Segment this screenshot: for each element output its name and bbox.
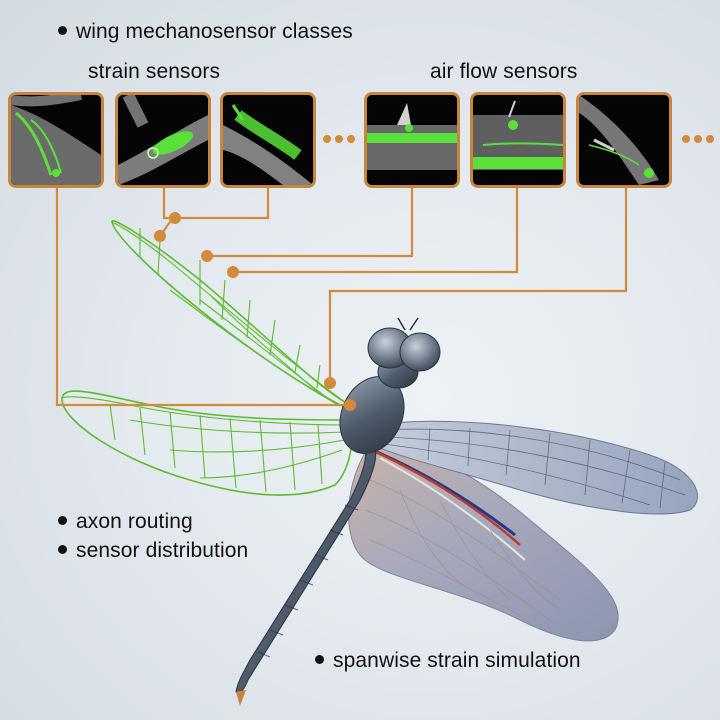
bullet-icon (315, 654, 324, 664)
left-hind-wing (61, 390, 353, 496)
dragonfly-body (235, 317, 441, 706)
bullet-icon (58, 25, 67, 35)
air-flow-sensor-panel-2 (470, 92, 566, 188)
sensor-marker (154, 230, 166, 242)
strain-sensor-panel-2 (115, 92, 211, 188)
air-flow-sensor-panel-1 (364, 92, 460, 188)
strain-more-ellipsis (323, 135, 355, 143)
sensor-marker (201, 250, 213, 262)
connector-airflow-2 (233, 188, 519, 274)
sensor-distribution-text: sensor distribution (76, 539, 249, 562)
micrograph-image (367, 95, 457, 185)
air-flow-more-ellipsis (682, 135, 714, 143)
micrograph-image (223, 95, 313, 185)
connector-strain-3 (175, 188, 270, 220)
micrograph-image (118, 95, 208, 185)
header-label: wing mechanosensor classes (58, 20, 353, 44)
micrograph-image (579, 95, 669, 185)
sensor-marker (169, 212, 181, 224)
sensor-marker (344, 399, 356, 411)
sensor-markers (154, 212, 356, 411)
connector-airflow-3 (328, 188, 628, 383)
left-fore-wing (111, 220, 351, 412)
micrograph-image (473, 95, 563, 185)
bullet-icon (58, 544, 67, 554)
sensor-marker (324, 377, 336, 389)
right-fore-wing (377, 420, 698, 515)
micrograph-image (11, 95, 101, 185)
air-flow-sensor-panel-3 (576, 92, 672, 188)
right-hind-wing (348, 443, 619, 642)
axon-routing-label: axon routing (58, 510, 193, 534)
bullet-icon (58, 515, 67, 525)
connector-strain-1 (55, 188, 350, 407)
connector-airflow-1 (207, 188, 414, 258)
air-flow-sensors-heading: air flow sensors (430, 60, 578, 83)
spanwise-strain-label: spanwise strain simulation (315, 649, 581, 673)
header-text: wing mechanosensor classes (76, 20, 353, 43)
strain-sensor-panel-1 (8, 92, 104, 188)
sensor-marker (227, 266, 239, 278)
strain-sensor-panel-3 (220, 92, 316, 188)
sensor-distribution-label: sensor distribution (58, 539, 248, 563)
axon-routing-text: axon routing (76, 510, 193, 533)
connector-lines (55, 188, 628, 407)
strain-sensors-heading: strain sensors (88, 60, 221, 83)
spanwise-strain-text: spanwise strain simulation (333, 649, 581, 672)
